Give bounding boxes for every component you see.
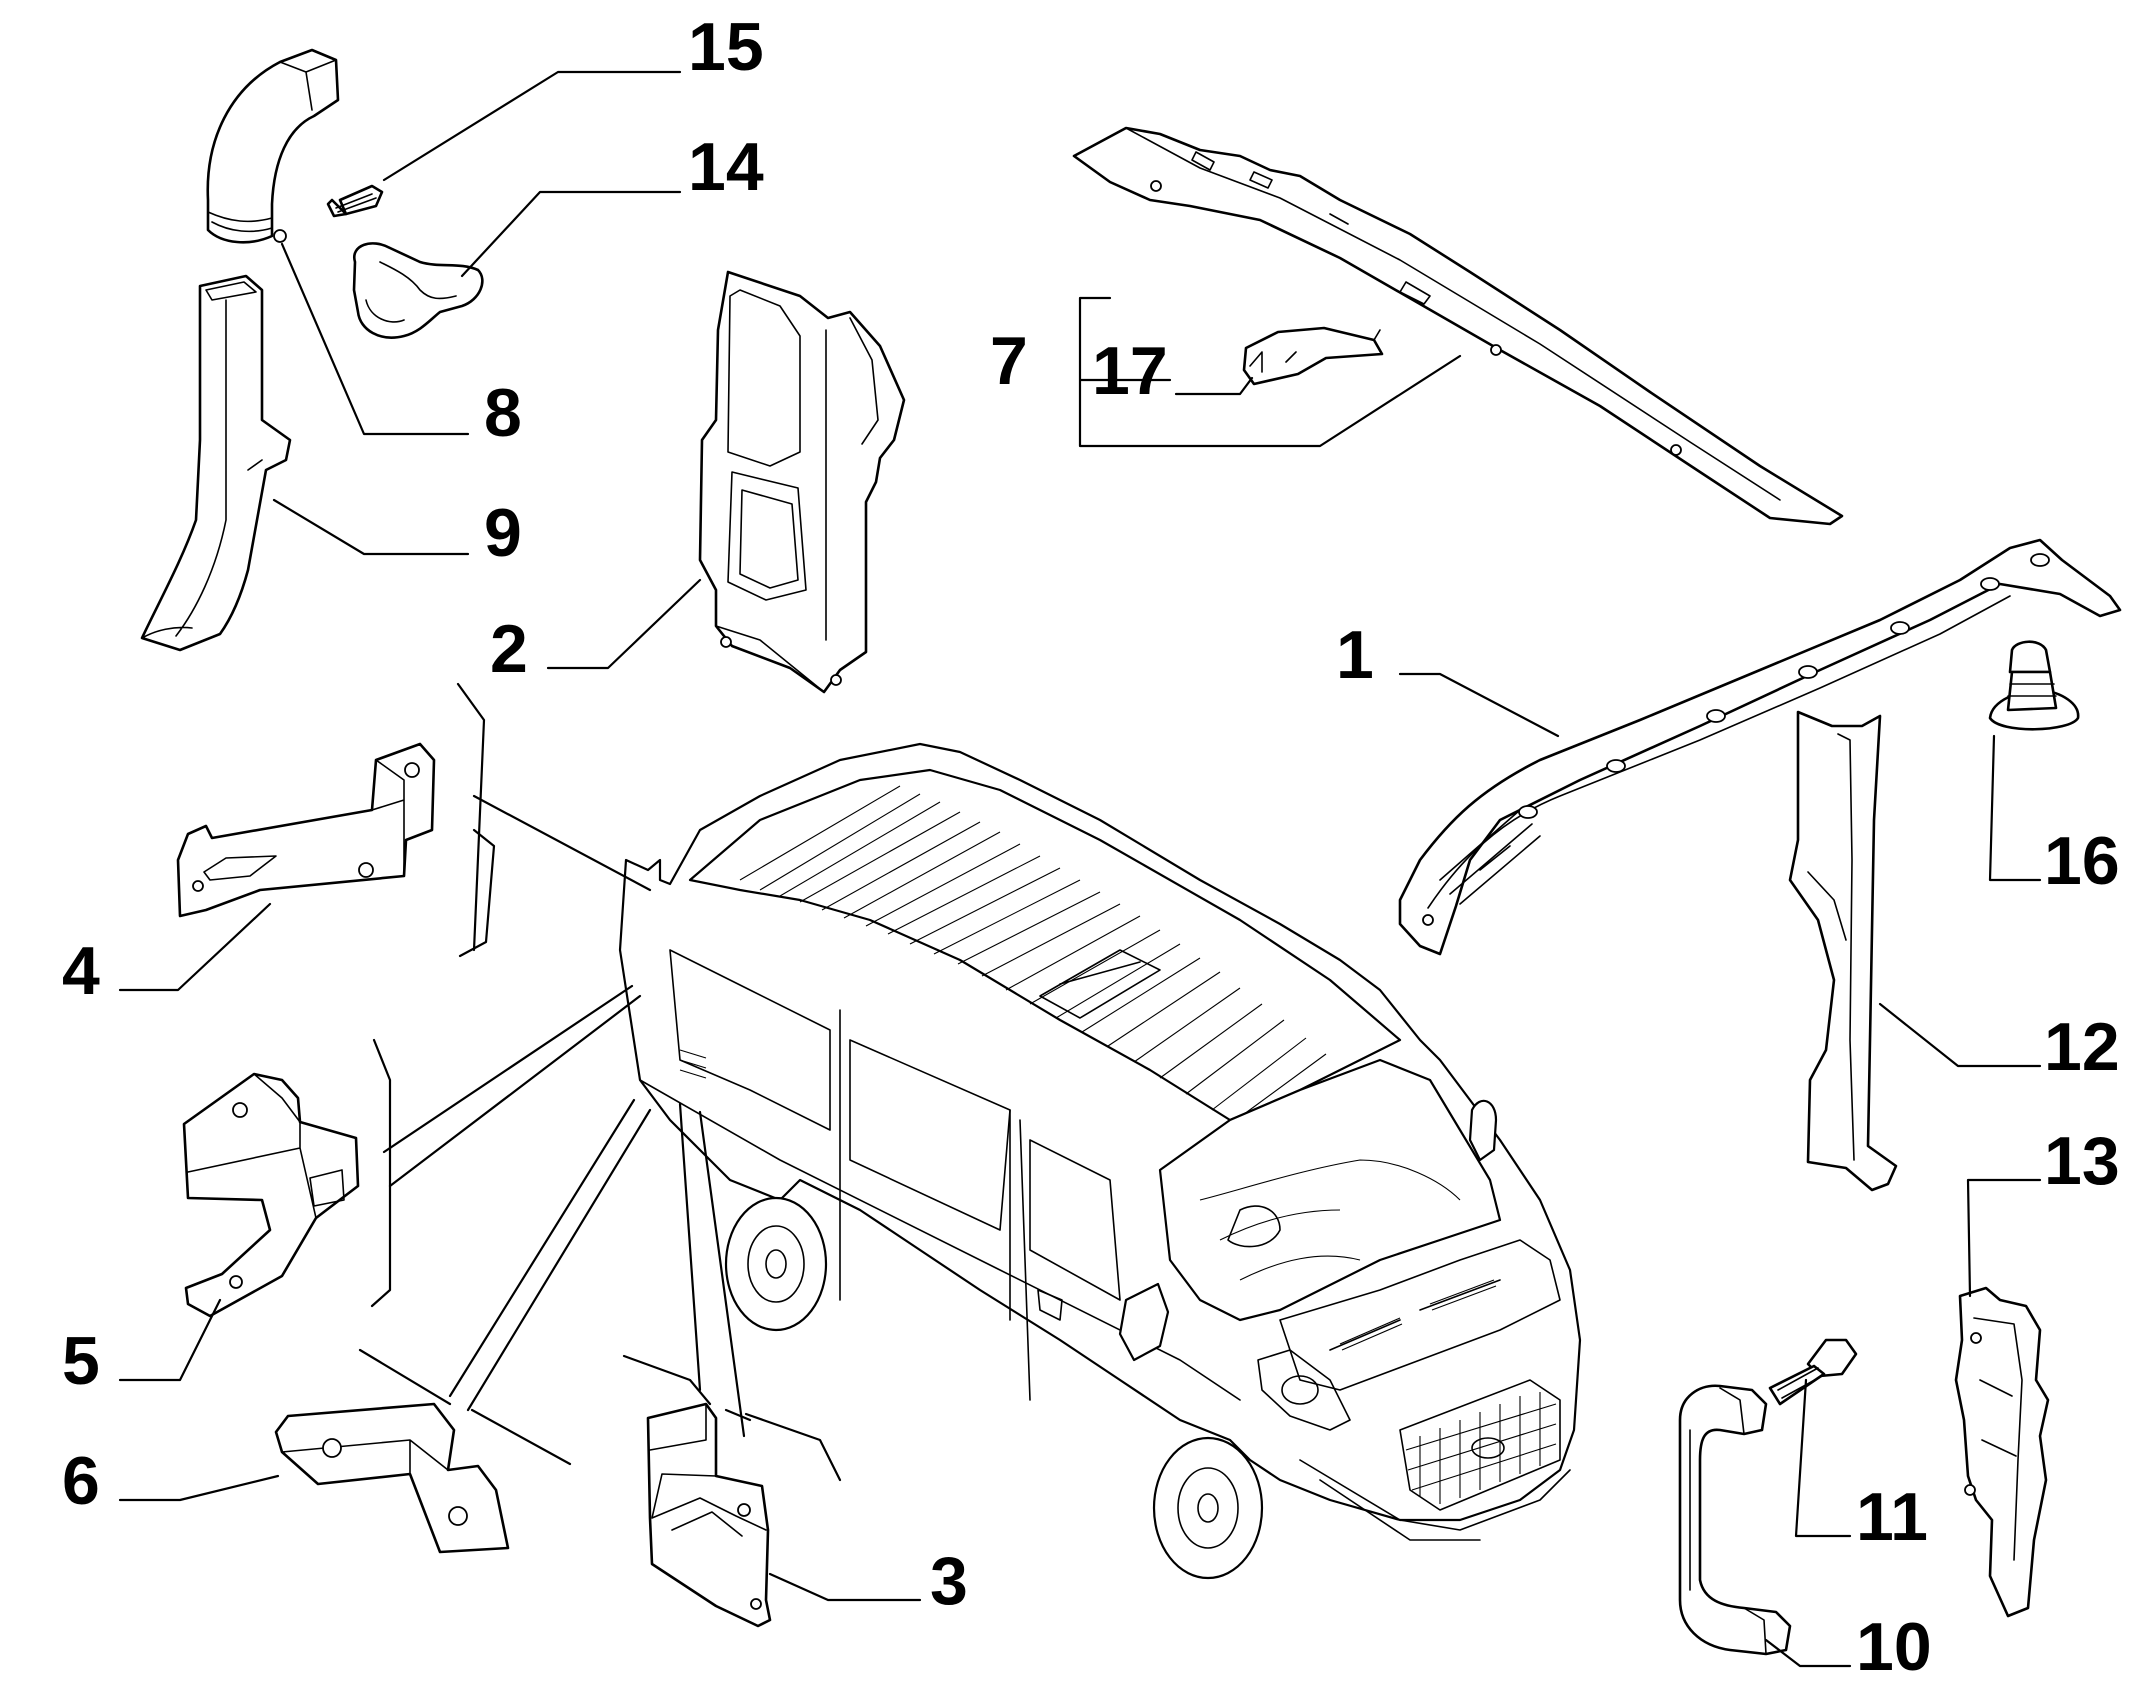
part-10-grab-handle	[1678, 1384, 1792, 1656]
part-14-clip	[352, 242, 484, 339]
part-5-bracket	[182, 1072, 360, 1318]
callout-9: 9	[484, 495, 522, 571]
callout-12: 12	[2044, 1009, 2120, 1085]
van-front-wheel	[1152, 1436, 1264, 1580]
van-illustration	[618, 742, 1582, 1580]
part-17-bracket	[1242, 326, 1384, 386]
part-8-duct-elbow	[206, 48, 340, 244]
callout-2: 2	[490, 611, 528, 687]
part-16-push-clip	[1988, 640, 2080, 731]
part-3-bracket	[646, 1402, 772, 1628]
callout-8: 8	[484, 375, 522, 451]
callout-15: 15	[688, 9, 764, 85]
callout-labels: 15 14 8 9 2 7 17 1 16 12 13 11 10 3 4 5 …	[62, 9, 2120, 1683]
leader-lines	[118, 70, 2042, 1668]
part-9-duct	[140, 274, 292, 652]
callout-10: 10	[1856, 1609, 1932, 1683]
callout-14: 14	[688, 129, 764, 205]
callout-5: 5	[62, 1323, 100, 1399]
part-6-bracket	[274, 1402, 510, 1554]
part-12-pillar-trim	[1788, 710, 1898, 1192]
part-13-bracket-plate	[1954, 1286, 2050, 1618]
callout-17: 17	[1092, 333, 1168, 409]
part-1-side-rail	[1398, 538, 2122, 956]
callout-7: 7	[990, 323, 1028, 399]
callout-16: 16	[2044, 823, 2120, 899]
callout-4: 4	[62, 933, 100, 1009]
callout-13: 13	[2044, 1123, 2120, 1199]
part-2-pillar-trim	[698, 270, 906, 694]
callout-3: 3	[930, 1543, 968, 1619]
part-7-roof-strip	[1072, 126, 1844, 526]
van-rear-wheel	[724, 1196, 828, 1332]
callout-11: 11	[1856, 1479, 1928, 1555]
part-11-screw	[1768, 1338, 1858, 1406]
part-4-bracket	[176, 742, 436, 918]
callout-6: 6	[62, 1443, 100, 1519]
part-15-screw	[326, 184, 384, 218]
callout-1: 1	[1336, 617, 1374, 693]
